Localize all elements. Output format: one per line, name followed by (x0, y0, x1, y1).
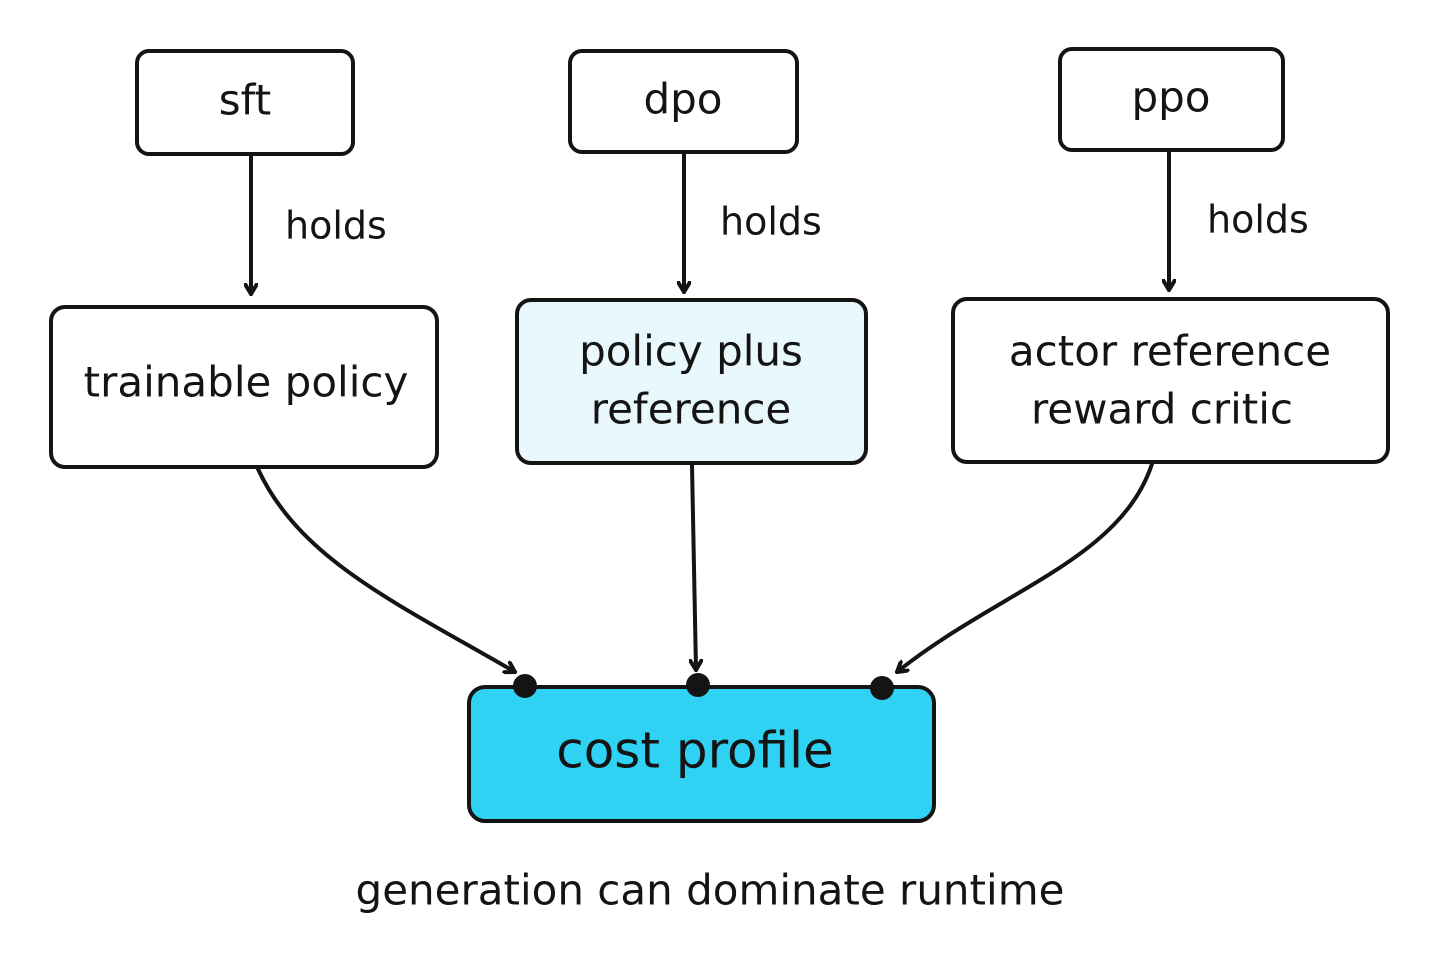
connector-dot-center (686, 673, 710, 697)
node-cost-profile-label: cost profile (556, 722, 834, 780)
node-policy-plus-reference-line1: policy plus (579, 327, 803, 376)
connector-dot-left (513, 674, 537, 698)
edge-actor-to-cost (895, 462, 1154, 674)
node-sft-label: sft (219, 76, 271, 125)
diagram-caption: generation can dominate runtime (356, 866, 1065, 915)
edge-sft-holds-label: holds (285, 204, 387, 248)
edge-policy-plus-reference-to-cost (692, 463, 696, 672)
node-policy-plus-reference-line2: reference (591, 385, 792, 434)
connector-dot-right (870, 676, 894, 700)
edge-trainable-policy-to-cost (256, 467, 517, 672)
node-policy-plus-reference: policy plus reference (515, 298, 868, 465)
node-trainable-policy-label: trainable policy (84, 358, 409, 407)
edge-dpo-holds-label: holds (720, 200, 822, 244)
node-actor-reference-reward-critic: actor reference reward critic (951, 297, 1390, 464)
node-actor-line2: reward critic (1031, 385, 1293, 434)
node-actor-line1: actor reference (1009, 327, 1331, 376)
node-trainable-policy: trainable policy (49, 305, 439, 469)
node-dpo-label: dpo (643, 75, 722, 124)
edge-ppo-holds-label: holds (1207, 198, 1309, 242)
node-ppo: ppo (1058, 47, 1285, 152)
node-cost-profile: cost profile (467, 685, 936, 823)
node-dpo: dpo (568, 49, 799, 154)
node-sft: sft (135, 49, 355, 156)
node-ppo-label: ppo (1131, 73, 1210, 122)
